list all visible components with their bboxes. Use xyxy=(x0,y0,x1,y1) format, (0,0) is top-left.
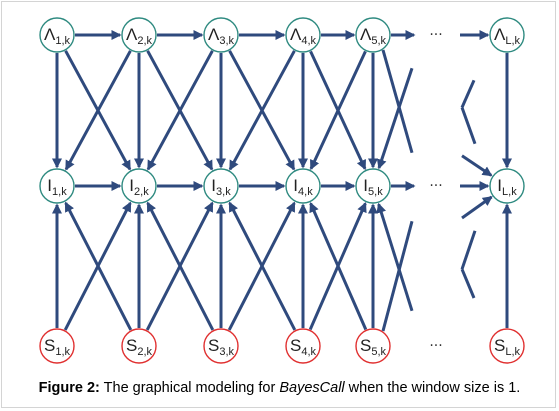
node-lambda-4: Λ4,k xyxy=(285,17,321,53)
node-state-5: S5,k xyxy=(355,328,391,364)
node-state-4: S4,k xyxy=(285,328,321,364)
node-lambda-circle xyxy=(39,17,75,53)
node-intensity-circle xyxy=(285,168,321,204)
node-lambda-label: Λ4,k xyxy=(290,25,317,47)
node-intensity-circle xyxy=(39,168,75,204)
node-state-label: S4,k xyxy=(290,336,317,358)
caption-emphasis: BayesCall xyxy=(279,380,345,396)
node-intensity-4: I4,k xyxy=(285,168,321,204)
node-state-2: S2,k xyxy=(121,328,157,364)
node-intensity-label: I4,k xyxy=(293,176,313,198)
lambda-to-intensity-edge xyxy=(146,50,214,171)
node-state-circle xyxy=(203,328,239,364)
node-state-circle xyxy=(285,328,321,364)
node-intensity-circle xyxy=(121,168,157,204)
node-state-circle xyxy=(355,328,391,364)
caption-text-before: The graphical modeling for xyxy=(99,380,280,396)
edges-layer xyxy=(52,30,512,332)
node-state-label: S5,k xyxy=(360,336,387,358)
node-intensity-6: IL,k xyxy=(489,168,525,204)
node-lambda-1: Λ1,k xyxy=(39,17,75,53)
node-lambda-label: ΛL,k xyxy=(494,25,521,47)
caption-text-after: when the window size is 1. xyxy=(344,380,521,396)
node-intensity-label: I3,k xyxy=(211,176,231,198)
lambda-to-intensity-edge xyxy=(64,50,132,171)
node-lambda-6: ΛL,k xyxy=(489,17,525,53)
node-intensity-5: I5,k xyxy=(355,168,391,204)
ellipsis-mark: ··· xyxy=(429,178,442,194)
ellipsis-layer: ··· ··· ··· xyxy=(429,27,442,354)
state-to-intensity-edge xyxy=(146,201,215,331)
lambda-to-intensity-edge xyxy=(460,106,477,145)
nodes-layer: Λ1,k Λ2,k Λ3,k Λ4,k Λ5,k ΛL,kI1,k I2,k I3,k I4,k… xyxy=(39,17,525,364)
lambda-to-intensity-edge xyxy=(460,79,476,109)
state-to-intensity-edge xyxy=(460,268,476,299)
node-state-1: S1,k xyxy=(39,328,75,364)
node-lambda-circle xyxy=(489,17,525,53)
node-intensity-circle xyxy=(203,168,239,204)
node-intensity-3: I3,k xyxy=(203,168,239,204)
node-state-circle xyxy=(121,328,157,364)
node-lambda-circle xyxy=(203,17,239,53)
graphical-model-diagram: Λ1,k Λ2,k Λ3,k Λ4,k Λ5,k ΛL,kI1,k I2,k I3,k I4,k… xyxy=(39,17,525,364)
node-lambda-2: Λ2,k xyxy=(121,17,157,53)
node-lambda-label: Λ5,k xyxy=(360,25,387,47)
node-state-label: S2,k xyxy=(126,336,153,358)
figure-caption: Figure 2: The graphical modeling for Bay… xyxy=(0,380,559,396)
node-intensity-circle xyxy=(489,168,525,204)
node-lambda-label: Λ1,k xyxy=(44,25,71,47)
lambda-to-intensity-edge xyxy=(381,49,414,154)
state-to-intensity-edge xyxy=(228,201,297,331)
node-lambda-circle xyxy=(285,17,321,53)
node-intensity-label: I2,k xyxy=(129,176,149,198)
node-state-label: S1,k xyxy=(44,336,71,358)
state-to-intensity-edge xyxy=(309,202,368,331)
lambda-to-intensity-edge xyxy=(461,154,493,177)
ellipsis-mark: ··· xyxy=(429,338,442,354)
node-lambda-circle xyxy=(355,17,391,53)
node-state-circle xyxy=(489,328,525,364)
lambda-to-intensity-edge xyxy=(228,50,296,171)
node-state-6: SL,k xyxy=(489,328,525,364)
state-to-intensity-edge xyxy=(376,202,414,312)
state-to-intensity-edge xyxy=(460,230,477,270)
state-to-intensity-edge xyxy=(64,201,133,331)
node-state-3: S3,k xyxy=(203,328,239,364)
lambda-to-intensity-edge xyxy=(376,67,414,170)
node-lambda-label: Λ2,k xyxy=(126,25,153,47)
node-intensity-circle xyxy=(355,168,391,204)
node-intensity-label: I1,k xyxy=(47,176,67,198)
node-intensity-label: IL,k xyxy=(497,176,517,198)
lambda-to-intensity-edge xyxy=(309,50,367,171)
node-state-label: SL,k xyxy=(494,336,521,358)
node-intensity-2: I2,k xyxy=(121,168,157,204)
node-intensity-1: I1,k xyxy=(39,168,75,204)
node-lambda-5: Λ5,k xyxy=(355,17,391,53)
state-to-intensity-edge xyxy=(381,220,414,332)
node-lambda-circle xyxy=(121,17,157,53)
node-lambda-3: Λ3,k xyxy=(203,17,239,53)
node-lambda-label: Λ3,k xyxy=(208,25,235,47)
state-to-intensity-edge xyxy=(461,195,493,220)
node-state-label: S3,k xyxy=(208,336,235,358)
node-intensity-label: I5,k xyxy=(363,176,383,198)
node-state-circle xyxy=(39,328,75,364)
caption-label: Figure 2: xyxy=(38,380,100,396)
ellipsis-mark: ··· xyxy=(429,27,442,43)
